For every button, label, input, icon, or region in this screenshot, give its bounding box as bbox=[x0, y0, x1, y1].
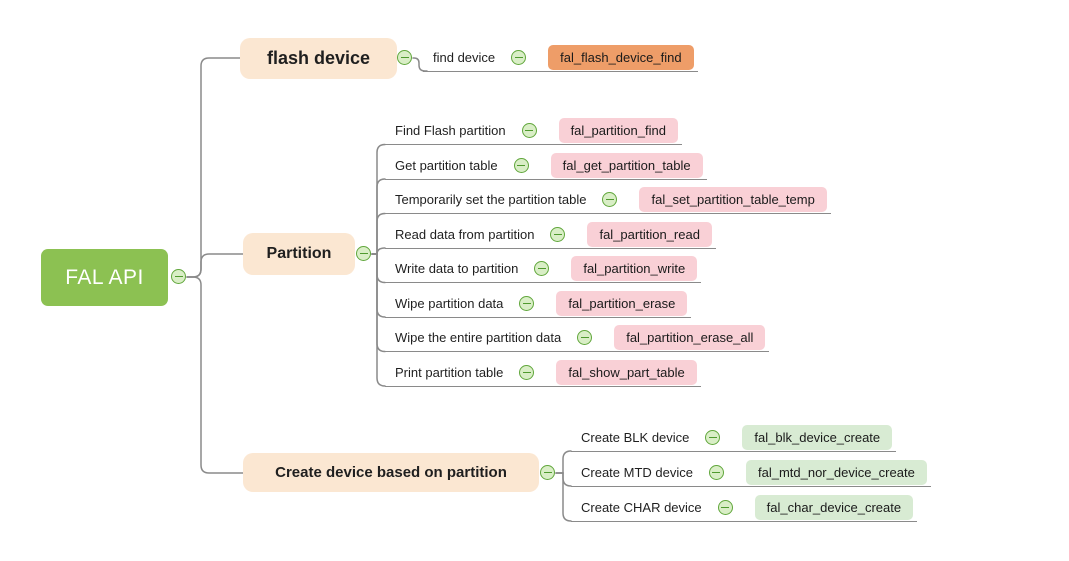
collapse-minus-icon[interactable] bbox=[356, 246, 371, 261]
root-node-fal-api[interactable]: FAL API bbox=[41, 249, 168, 306]
api-node[interactable]: fal_partition_erase_all bbox=[614, 325, 766, 350]
collapse-minus-icon[interactable] bbox=[602, 192, 618, 207]
collapse-minus-icon[interactable] bbox=[511, 50, 527, 65]
collapse-minus-icon[interactable] bbox=[519, 296, 535, 311]
collapse-minus-icon[interactable] bbox=[397, 50, 412, 65]
api-node[interactable]: fal_flash_device_find bbox=[548, 45, 694, 70]
collapse-minus-icon[interactable] bbox=[521, 123, 537, 138]
child-node-row: Temporarily set the partition table fal_… bbox=[385, 186, 831, 214]
branch-node-label: Create device based on partition bbox=[275, 464, 507, 481]
child-node-row: Create BLK device fal_blk_device_create bbox=[571, 424, 897, 452]
collapse-minus-icon[interactable] bbox=[513, 158, 529, 173]
child-node-label[interactable]: Temporarily set the partition table bbox=[395, 192, 587, 207]
branch-node-flash-device[interactable]: flash device bbox=[240, 38, 397, 79]
api-node[interactable]: fal_blk_device_create bbox=[742, 425, 893, 450]
child-node-label[interactable]: Wipe partition data bbox=[395, 296, 504, 311]
collapse-minus-icon[interactable] bbox=[577, 330, 593, 345]
api-node[interactable]: fal_show_part_table bbox=[556, 360, 697, 385]
collapse-minus-icon[interactable] bbox=[534, 261, 550, 276]
branch-node-create-device[interactable]: Create device based on partition bbox=[243, 453, 539, 492]
child-node-row: Wipe the entire partition data fal_parti… bbox=[385, 324, 770, 352]
collapse-minus-icon[interactable] bbox=[717, 500, 733, 515]
collapse-minus-icon[interactable] bbox=[171, 269, 186, 284]
child-node-label[interactable]: Create MTD device bbox=[581, 465, 693, 480]
api-node[interactable]: fal_partition_find bbox=[558, 118, 678, 143]
child-node-label[interactable]: Create CHAR device bbox=[581, 500, 702, 515]
child-node-row: Create MTD device fal_mtd_nor_device_cre… bbox=[571, 459, 931, 487]
branch-node-label: Partition bbox=[266, 245, 332, 262]
collapse-minus-icon[interactable] bbox=[708, 465, 724, 480]
child-node-label[interactable]: Wipe the entire partition data bbox=[395, 330, 562, 345]
api-node[interactable]: fal_partition_write bbox=[571, 256, 698, 281]
child-node-label[interactable]: Find Flash partition bbox=[395, 123, 506, 138]
child-node-row: Find Flash partition fal_partition_find bbox=[385, 117, 682, 145]
api-node[interactable]: fal_set_partition_table_temp bbox=[639, 187, 827, 212]
child-node-label[interactable]: Create BLK device bbox=[581, 430, 690, 445]
api-node[interactable]: fal_char_device_create bbox=[754, 495, 914, 520]
child-node-label[interactable]: Read data from partition bbox=[395, 227, 535, 242]
api-node[interactable]: fal_partition_read bbox=[587, 222, 712, 247]
collapse-minus-icon[interactable] bbox=[705, 430, 721, 445]
child-node-row: Write data to partition fal_partition_wr… bbox=[385, 255, 702, 283]
api-node[interactable]: fal_partition_erase bbox=[556, 291, 688, 316]
child-node-row: Create CHAR device fal_char_device_creat… bbox=[571, 494, 918, 522]
root-node-label: FAL API bbox=[65, 265, 144, 289]
child-node-row: Wipe partition data fal_partition_erase bbox=[385, 290, 692, 318]
child-node-find-device[interactable]: find device bbox=[433, 50, 496, 65]
branch-node-label: flash device bbox=[266, 48, 371, 68]
api-node[interactable]: fal_get_partition_table bbox=[550, 153, 703, 178]
collapse-minus-icon[interactable] bbox=[540, 465, 555, 480]
child-node-row: Get partition table fal_get_partition_ta… bbox=[385, 152, 707, 180]
collapse-minus-icon[interactable] bbox=[519, 365, 535, 380]
child-node-row: Read data from partition fal_partition_r… bbox=[385, 221, 716, 249]
child-node-label[interactable]: Print partition table bbox=[395, 365, 504, 380]
api-node[interactable]: fal_mtd_nor_device_create bbox=[745, 460, 927, 485]
branch-node-partition[interactable]: Partition bbox=[243, 233, 355, 275]
child-node-row: Print partition table fal_show_part_tabl… bbox=[385, 359, 701, 387]
child-node-label[interactable]: Write data to partition bbox=[395, 261, 519, 276]
child-node-row: find device fal_flash_device_find bbox=[423, 44, 698, 72]
collapse-minus-icon[interactable] bbox=[550, 227, 566, 242]
child-node-label[interactable]: Get partition table bbox=[395, 158, 498, 173]
